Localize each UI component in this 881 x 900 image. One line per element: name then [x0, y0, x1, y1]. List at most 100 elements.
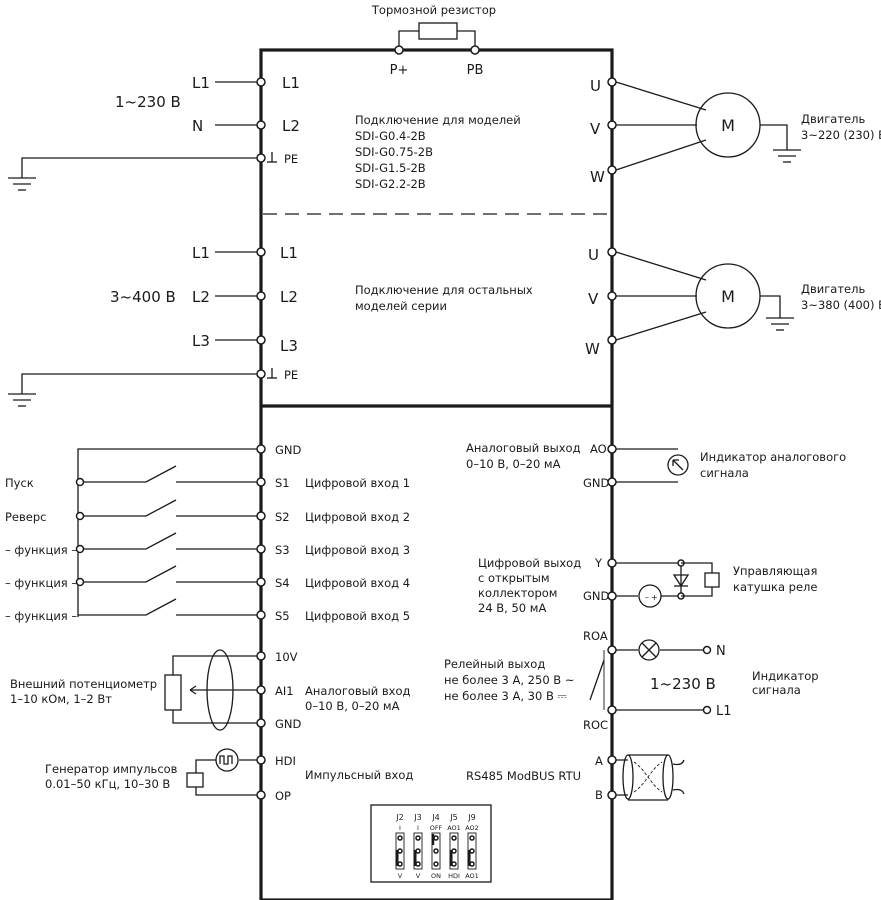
svg-text:–: –: [645, 593, 649, 602]
svg-text:1–10 кОм, 1–2 Вт: 1–10 кОм, 1–2 Вт: [10, 692, 112, 706]
svg-text:W: W: [585, 340, 600, 358]
potentiometer-circuit: [164, 649, 266, 731]
svg-text:HDI: HDI: [275, 754, 296, 768]
svg-text:J2: J2: [395, 813, 403, 822]
svg-text:V: V: [416, 872, 421, 880]
svg-text:L2: L2: [192, 288, 210, 306]
svg-text:AO1: AO1: [447, 824, 461, 832]
svg-text:AI1: AI1: [275, 684, 294, 698]
svg-text:AO2: AO2: [465, 824, 479, 832]
pulse-generator-label: Генератор импульсов: [45, 762, 178, 776]
relay-output-label: Релейный выход: [444, 657, 545, 671]
term-l2-top: L2: [282, 117, 300, 135]
svg-text:не более 3 А, 30 В ⎓: не более 3 А, 30 В ⎓: [444, 689, 568, 703]
svg-text:+: +: [651, 593, 658, 602]
svg-text:B: B: [595, 788, 603, 802]
svg-text:катушка реле: катушка реле: [733, 580, 817, 594]
svg-text:OFF: OFF: [430, 824, 443, 832]
svg-text:Пуск: Пуск: [5, 476, 34, 490]
svg-text:AO: AO: [590, 442, 607, 456]
brake-resistor-title: Тормозной резистор: [371, 3, 496, 17]
digital-common-wire: [77, 448, 257, 617]
svg-text:не более 3 А, 250 В ~: не более 3 А, 250 В ~: [444, 673, 574, 687]
motor-wires-top: [615, 81, 707, 171]
rs485-twisted-pair-icon: [616, 754, 685, 801]
svg-text:Цифровой вход 1: Цифровой вход 1: [305, 476, 410, 490]
svg-text:ON: ON: [431, 872, 441, 880]
digital-input-rows: Пуск Реверс – функция – – функция – – фу…: [5, 465, 410, 623]
svg-text:PE: PE: [284, 368, 298, 382]
analog-input-label: Аналоговый вход: [305, 684, 411, 698]
input-n-label: N: [192, 117, 203, 135]
motor-ground-wire-top: [760, 124, 788, 150]
svg-text:0–10 В, 0–20 мА: 0–10 В, 0–20 мА: [305, 699, 400, 713]
relay-supply-label: 1~230 В: [650, 675, 716, 693]
motor-ground-wire-mid: [760, 295, 781, 318]
svg-text:I: I: [417, 824, 419, 832]
svg-text:0–10 В, 0–20 мА: 0–10 В, 0–20 мА: [466, 457, 561, 471]
svg-text:GND: GND: [275, 717, 302, 731]
svg-text:S3: S3: [275, 543, 290, 557]
svg-text:J5: J5: [449, 813, 457, 822]
mid-models-note: Подключение для остальных: [355, 283, 533, 297]
analog-output-label: Аналоговый выход: [466, 441, 581, 455]
svg-text:Реверс: Реверс: [5, 510, 47, 524]
svg-text:коллектором: коллектором: [478, 586, 557, 600]
svg-text:V: V: [588, 290, 599, 308]
pe-wire-mid: [21, 373, 257, 394]
svg-text:3~380 (400) В: 3~380 (400) В: [801, 298, 881, 312]
svg-text:J3: J3: [413, 813, 421, 822]
svg-text:OP: OP: [275, 789, 291, 803]
pulse-input-label: Импульсный вход: [305, 768, 413, 782]
svg-text:HDI: HDI: [448, 872, 460, 880]
svg-text:моделей серии: моделей серии: [355, 299, 447, 313]
terminal-l1-top: [256, 77, 266, 87]
svg-text:L2: L2: [280, 288, 298, 306]
svg-text:GND: GND: [275, 443, 302, 457]
terminal-pb: [470, 45, 480, 55]
svg-text:Подключение для моделей: Подключение для моделей: [355, 113, 521, 127]
svg-text:SDI-G1.5-2B: SDI-G1.5-2B: [355, 161, 426, 175]
ground-icon: [8, 177, 36, 191]
pot-label: Внешний потенциометр: [10, 677, 157, 691]
svg-text:S2: S2: [275, 510, 290, 524]
svg-text:S5: S5: [275, 609, 290, 623]
svg-text:M: M: [721, 116, 735, 135]
svg-text:S1: S1: [275, 476, 290, 490]
svg-text:J9: J9: [467, 813, 475, 822]
relay-coil-circuit: – +: [616, 559, 720, 608]
ground-icon: [267, 152, 277, 163]
svg-text:24 В, 50 мА: 24 В, 50 мА: [478, 601, 546, 615]
svg-text:ROA: ROA: [583, 629, 608, 643]
relay-indicator-label: Индикатор: [752, 669, 819, 683]
svg-text:10V: 10V: [275, 650, 298, 664]
svg-text:L3: L3: [280, 337, 298, 355]
brake-resistor-wires: [398, 30, 476, 50]
analog-indicator-label: Индикатор аналогового: [700, 450, 846, 464]
svg-text:M: M: [721, 287, 735, 306]
ground-icon: [267, 368, 277, 379]
motor-label-mid: Двигатель: [801, 282, 865, 296]
svg-text:сигнала: сигнала: [700, 466, 749, 480]
svg-text:– функция –: – функция –: [5, 576, 77, 590]
svg-text:L1: L1: [192, 244, 210, 262]
term-w-top: W: [590, 168, 605, 186]
svg-text:ROC: ROC: [583, 718, 608, 732]
svg-text:3~220 (230) В: 3~220 (230) В: [801, 128, 881, 142]
terminal-pe-top: [256, 153, 266, 163]
svg-text:V: V: [398, 872, 403, 880]
svg-text:0.01–50 кГц, 10–30 В: 0.01–50 кГц, 10–30 В: [45, 777, 170, 791]
motor-wires-mid: [615, 251, 707, 341]
svg-text:Цифровой вход 5: Цифровой вход 5: [305, 609, 410, 623]
brake-resistor-symbol: [418, 22, 458, 40]
svg-text:Цифровой вход 4: Цифровой вход 4: [305, 576, 410, 590]
pulse-generator-circuit: [186, 748, 266, 800]
svg-text:AO1: AO1: [465, 872, 479, 880]
pb-label: PB: [467, 63, 484, 78]
inverter-frame: [259, 48, 614, 900]
svg-text:Y: Y: [594, 556, 603, 570]
svg-text:SDI-G2.2-2B: SDI-G2.2-2B: [355, 177, 426, 191]
jumper-block: J2 J3 J4 J5 J9 I I OFF AO1 AO2 V V ON HD…: [370, 804, 492, 883]
svg-text:SDI-G0.4-2B: SDI-G0.4-2B: [355, 129, 426, 143]
